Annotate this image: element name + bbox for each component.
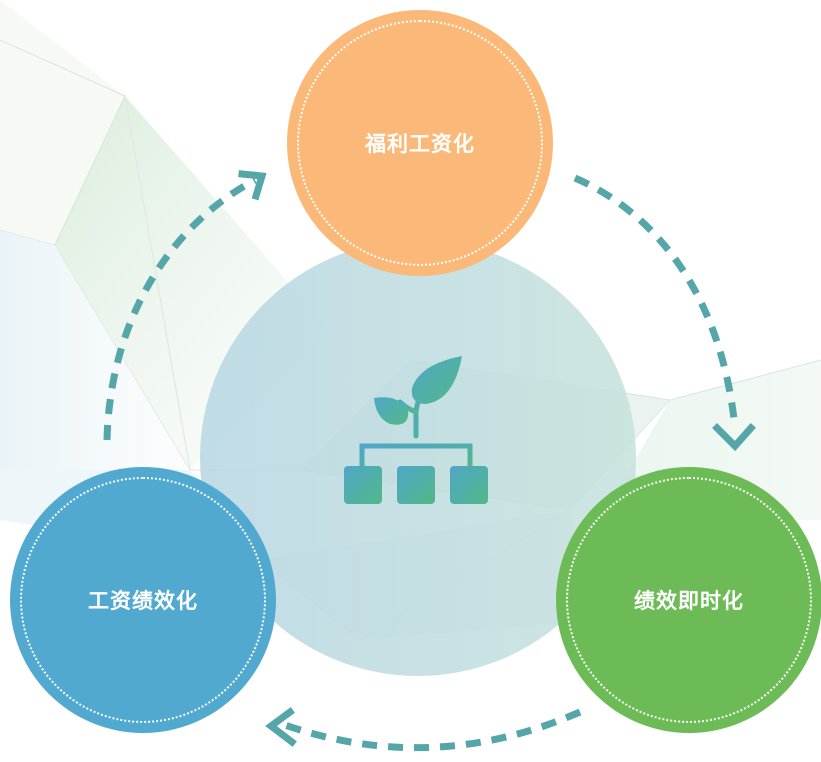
cycle-arrows [103, 174, 739, 752]
arrowhead-right [712, 423, 756, 452]
arrow-top-to-right [573, 174, 739, 429]
arrowhead-left [265, 707, 297, 747]
node-label: 绩效即时化 [634, 589, 744, 613]
arrow-heads [238, 170, 756, 747]
node-performance-instant: 绩效即时化 [556, 467, 821, 733]
node-welfare-salary: 福利工资化 [287, 10, 553, 276]
arrow-right-to-left [280, 708, 582, 752]
node-salary-performance: 工资绩效化 [10, 467, 276, 733]
node-label: 福利工资化 [365, 132, 475, 156]
node-ring [566, 477, 812, 723]
node-ring [297, 20, 543, 266]
node-ring [20, 477, 266, 723]
plant-hierarchy-icon [344, 356, 488, 504]
arrowhead-top [238, 170, 267, 201]
node-label: 工资绩效化 [88, 589, 198, 613]
arrow-left-to-top [103, 176, 257, 441]
